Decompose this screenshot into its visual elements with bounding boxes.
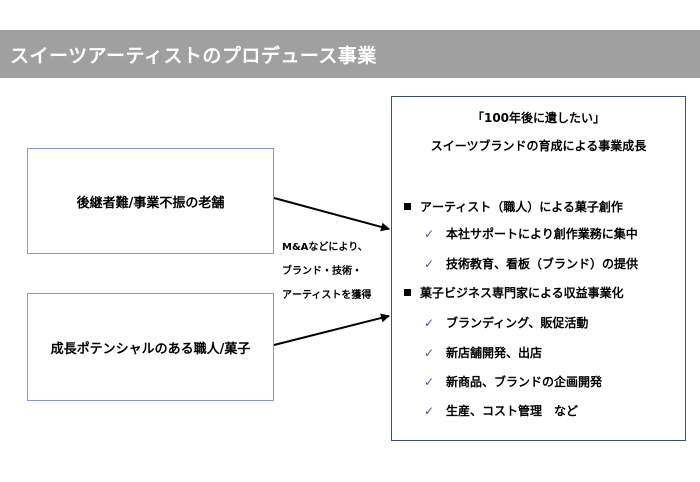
checkmark-icon: ✓ bbox=[424, 345, 435, 360]
sub-item-label: 本社サポートにより創作業務に集中 bbox=[446, 227, 638, 241]
sub-item-label: 生産、コスト管理 など bbox=[446, 404, 579, 418]
right-box-heading-line1: 「100年後に遺したい」 bbox=[471, 111, 606, 125]
checkmark-icon: ✓ bbox=[424, 374, 435, 389]
list-item-artist-creation: アーティスト（職人）による菓子創作 bbox=[404, 198, 623, 215]
sub-item-education: ✓ 技術教育、看板（ブランド）の提供 bbox=[424, 255, 638, 272]
page-title: スイーツアーティストのプロデュース事業 bbox=[10, 44, 377, 67]
middle-label-line2: ブランド・技術・ bbox=[282, 266, 362, 277]
list-item-business-monetization: 菓子ビジネス専門家による収益事業化 bbox=[404, 284, 624, 301]
sub-item-label: ブランディング、販促活動 bbox=[446, 316, 589, 330]
right-box-business-growth: 「100年後に遺したい」 スイーツブランドの育成による事業成長 アーティスト（職… bbox=[391, 96, 686, 441]
sub-item-label: 新商品、ブランドの企画開発 bbox=[446, 375, 603, 389]
sub-item-store-development: ✓ 新店舗開発、出店 bbox=[424, 344, 542, 361]
sub-item-label: 新店舗開発、出店 bbox=[446, 346, 543, 360]
left-box-bottom-label: 成長ポテンシャルのある職人/菓子 bbox=[50, 341, 251, 357]
right-box-heading-line2: スイーツブランドの育成による事業成長 bbox=[430, 139, 647, 153]
list-item-label: アーティスト（職人）による菓子創作 bbox=[420, 200, 623, 214]
left-box-struggling-shops: 後継者難/事業不振の老舗 bbox=[27, 148, 274, 254]
sub-item-support: ✓ 本社サポートにより創作業務に集中 bbox=[424, 225, 638, 242]
middle-label-line3: アーティストを獲得 bbox=[282, 290, 372, 301]
list-item-label: 菓子ビジネス専門家による収益事業化 bbox=[420, 286, 624, 300]
square-bullet-icon bbox=[404, 203, 411, 210]
middle-label-line1: M&Aなどにより、 bbox=[282, 242, 368, 253]
sub-item-product-planning: ✓ 新商品、ブランドの企画開発 bbox=[424, 373, 602, 390]
left-box-top-label: 後継者難/事業不振の老舗 bbox=[76, 195, 225, 211]
checkmark-icon: ✓ bbox=[424, 256, 435, 271]
checkmark-icon: ✓ bbox=[424, 315, 435, 330]
title-bar: スイーツアーティストのプロデュース事業 bbox=[0, 30, 700, 78]
checkmark-icon: ✓ bbox=[424, 403, 435, 418]
arrow-bottom bbox=[273, 313, 390, 346]
checkmark-icon: ✓ bbox=[424, 226, 435, 241]
sub-item-production-cost: ✓ 生産、コスト管理 など bbox=[424, 402, 578, 419]
sub-item-branding: ✓ ブランディング、販促活動 bbox=[424, 314, 588, 331]
arrow-top bbox=[273, 197, 390, 232]
square-bullet-icon bbox=[404, 289, 411, 296]
left-box-potential-artisans: 成長ポテンシャルのある職人/菓子 bbox=[27, 293, 274, 401]
sub-item-label: 技術教育、看板（ブランド）の提供 bbox=[446, 257, 639, 271]
